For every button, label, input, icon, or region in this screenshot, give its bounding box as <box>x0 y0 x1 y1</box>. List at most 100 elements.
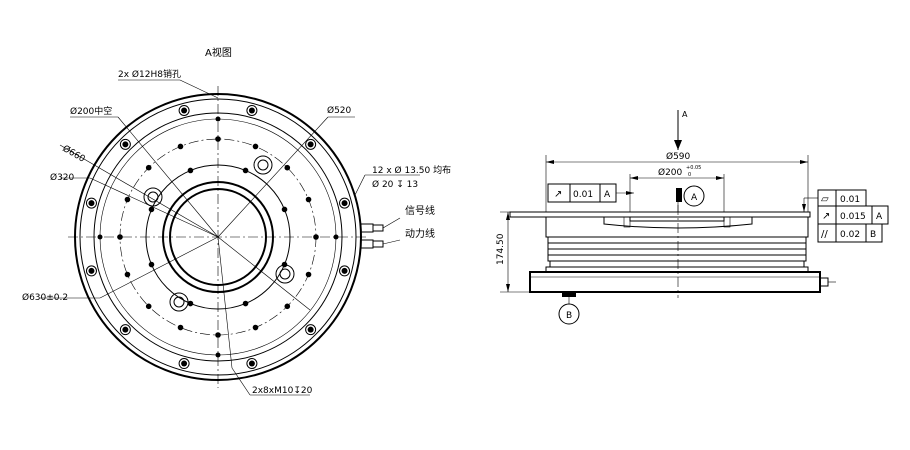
thread-hole <box>252 324 259 331</box>
label-d630: Ø630±0.2 <box>22 292 68 303</box>
bolt-hole <box>119 324 131 336</box>
inner-thread-holes <box>97 116 339 358</box>
bolt-hole-core <box>307 326 314 333</box>
fcf-flatness: ▱ 0.01 <box>817 189 867 207</box>
bolt-hole <box>85 265 97 277</box>
thread-hole <box>252 143 259 150</box>
front-view: A视图 <box>22 46 451 396</box>
bolt-hole-core <box>341 267 348 274</box>
svg-text:0.01: 0.01 <box>840 195 860 205</box>
bolt-hole-core <box>88 200 95 207</box>
view-arrow-head <box>674 140 682 150</box>
svg-text:B: B <box>870 230 876 240</box>
signal-connector <box>360 217 401 233</box>
label-bolt-holes-2: Ø 20 ↧ 13 <box>372 179 418 190</box>
thread-hole <box>215 332 221 338</box>
label-signal-wire: 信号线 <box>405 204 435 217</box>
bolt-hole <box>85 197 97 209</box>
bolt-hole-core <box>248 107 255 114</box>
outer-bolt-holes <box>85 104 351 370</box>
label-threads: 2x8xM10↧20 <box>252 386 313 396</box>
svg-text:A: A <box>604 190 611 200</box>
top-plate <box>545 216 809 238</box>
datum-a: A <box>691 193 698 203</box>
pin-hole-group <box>143 155 295 312</box>
datum-b: B <box>566 311 572 321</box>
bolt-hole-core <box>122 141 129 148</box>
bolt-hole-core <box>248 360 255 367</box>
label-hollow: Ø200中空 <box>70 105 112 117</box>
thread-hole <box>148 261 155 268</box>
fcf-runout-right: ↗ 0.015 A <box>817 205 889 225</box>
label-d520: Ø520 <box>327 105 352 116</box>
bolt-hole <box>305 138 317 150</box>
thread-hole <box>187 300 194 307</box>
power-connector <box>360 239 401 249</box>
thread-hole <box>242 167 249 174</box>
bolt-hole-core <box>122 326 129 333</box>
rim-mark <box>215 116 221 122</box>
thread-hole <box>313 234 319 240</box>
label-bolt-holes-1: 12 x Ø 13.50 均布 <box>372 164 451 176</box>
thread-hole <box>305 196 312 203</box>
view-title: A视图 <box>205 46 232 59</box>
thread-hole <box>305 271 312 278</box>
bolt-hole <box>339 265 351 277</box>
inner-dim: Ø200 <box>658 167 683 178</box>
bolt-hole <box>305 324 317 336</box>
datum-a-circle <box>683 185 705 207</box>
bolt-hole <box>246 104 258 116</box>
thread-hole <box>145 164 152 171</box>
view-arrow-label: A <box>682 110 688 119</box>
thread-hole <box>124 271 131 278</box>
label-pin-holes: 2x Ø12H8销孔 <box>118 68 181 80</box>
fcf-parallel: // 0.02 B <box>817 223 883 243</box>
inner-tol-upper: +0.05 <box>686 165 701 171</box>
bolt-hole-core <box>341 200 348 207</box>
bolt-hole <box>119 138 131 150</box>
inner-tol-lower: 0 <box>688 172 691 178</box>
width-dim: Ø590 <box>666 151 691 162</box>
thread-hole <box>281 206 288 213</box>
bolt-hole <box>178 104 190 116</box>
thread-hole <box>281 261 288 268</box>
base-plate <box>529 271 821 293</box>
thread-hole <box>117 234 123 240</box>
svg-text:0.015: 0.015 <box>840 212 866 222</box>
rim-mark <box>97 234 103 240</box>
thread-hole <box>187 167 194 174</box>
svg-text://: // <box>821 229 828 240</box>
thread-hole <box>124 196 131 203</box>
svg-text:0.02: 0.02 <box>840 230 860 240</box>
bolt-hole-core <box>307 141 314 148</box>
bolt-hole <box>178 358 190 370</box>
thread-hole <box>242 300 249 307</box>
bolt-hole <box>339 197 351 209</box>
bolt-hole-core <box>181 360 188 367</box>
thread-hole <box>284 164 291 171</box>
svg-text:↗: ↗ <box>554 189 562 200</box>
side-view: A Ø590 Ø200 +0.05 0 <box>496 110 889 325</box>
thread-hole <box>148 206 155 213</box>
bolt-hole <box>246 358 258 370</box>
height-dim: 174.50 <box>496 233 506 265</box>
thread-hole <box>177 324 184 331</box>
svg-text:▱: ▱ <box>821 194 829 205</box>
fcf-runout-left: ↗ 0.01 A <box>547 183 634 203</box>
thread-hole <box>177 143 184 150</box>
thread-hole <box>215 136 221 142</box>
top-face <box>509 211 811 218</box>
rim-mark <box>215 352 221 358</box>
bolt-hole-core <box>88 267 95 274</box>
label-d660: Ø660 <box>61 143 88 165</box>
label-power-wire: 动力线 <box>405 227 435 240</box>
rim-mark <box>333 234 339 240</box>
thread-hole <box>145 303 152 310</box>
svg-text:0.01: 0.01 <box>573 190 593 200</box>
bolt-hole-core <box>181 107 188 114</box>
body-ribs <box>547 236 807 268</box>
svg-text:A: A <box>876 212 883 222</box>
label-d320: Ø320 <box>50 172 75 183</box>
datum-b-circle <box>558 303 580 325</box>
